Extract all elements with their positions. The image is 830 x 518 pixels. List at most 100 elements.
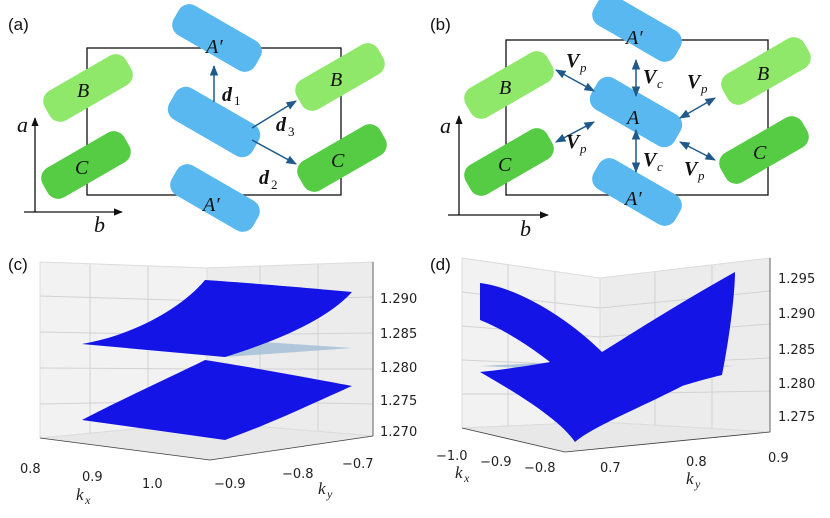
svg-text:1: 1 xyxy=(234,93,241,108)
svg-text:C: C xyxy=(753,142,767,164)
ky-tick-d-2: 0.8 xyxy=(686,455,707,470)
svg-text:x: x xyxy=(463,471,470,485)
kx-tick-d-3: −0.8 xyxy=(524,461,556,476)
svg-text:B: B xyxy=(77,80,89,102)
panel-d: (d) 1.295 1.290 1.285 1.280 1.275 −1.0 −… xyxy=(430,255,815,491)
z-tick-d-3: 1.285 xyxy=(778,343,815,358)
z-tick-d-1: 1.295 xyxy=(778,272,815,287)
svg-text:y: y xyxy=(326,487,333,501)
svg-text:B: B xyxy=(499,77,511,99)
panel-d-label: (d) xyxy=(430,255,451,274)
lower-band-surface-c xyxy=(82,360,352,440)
molecule-b-left: B xyxy=(43,54,133,122)
vector-d2-arrow xyxy=(251,139,297,165)
axis-b-vertical-label: a xyxy=(440,113,451,138)
svg-text:A′: A′ xyxy=(623,188,642,210)
svg-text:V: V xyxy=(643,149,658,171)
molecule-b-c-right: C xyxy=(719,116,809,184)
svg-text:A′: A′ xyxy=(201,194,220,216)
vector-d2-label: d 2 xyxy=(259,167,278,192)
molecule-c-right: C xyxy=(297,124,387,192)
panel-b: (b) a b A′ A A′ B B C xyxy=(430,0,811,241)
z-tick-c-2: 1.285 xyxy=(380,327,417,342)
panel-c: (c) 1.290 1.285 1.280 1.275 1.270 0.8 0.… xyxy=(8,255,417,507)
svg-text:d: d xyxy=(259,167,270,189)
coupling-vp-label-3: V p xyxy=(566,131,587,156)
kx-tick-d-2: −0.9 xyxy=(480,455,512,470)
z-axis-d: 1.295 1.290 1.285 1.280 1.275 xyxy=(769,258,815,432)
molecule-b-right: B xyxy=(295,43,385,111)
z-tick-c-3: 1.280 xyxy=(380,361,417,376)
lower-band-surface-d xyxy=(480,351,725,442)
molecule-b-a-prime-top: A′ xyxy=(592,0,682,62)
svg-text:p: p xyxy=(700,81,708,96)
svg-text:C: C xyxy=(331,150,345,172)
vector-d3-label: d 3 xyxy=(276,114,295,139)
svg-text:V: V xyxy=(687,71,702,93)
ky-tick-c-1: −0.9 xyxy=(214,477,246,492)
panel-a: (a) a b A′ A′ B B C xyxy=(8,4,387,237)
z-axis-c: 1.290 1.285 1.280 1.275 1.270 xyxy=(372,262,417,440)
panel-c-label: (c) xyxy=(8,255,28,274)
axis-a-vertical-label: a xyxy=(17,112,28,137)
svg-text:p: p xyxy=(697,168,705,183)
svg-text:k: k xyxy=(455,463,463,482)
molecule-a-prime-top: A′ xyxy=(172,4,262,72)
molecule-b-b-left: B xyxy=(464,51,554,119)
axis-a-horizontal-label: b xyxy=(94,212,105,237)
coupling-vp-lower-left-arrow xyxy=(555,121,595,143)
panel-a-label: (a) xyxy=(8,15,29,34)
z-tick-c-1: 1.290 xyxy=(380,292,417,307)
vector-d3-arrow xyxy=(251,100,297,129)
ky-tick-d-1: 0.7 xyxy=(600,461,621,476)
vector-d1-label: d 1 xyxy=(222,84,241,108)
coupling-vp-label-4: V p xyxy=(684,158,705,183)
coupling-vc-label-2: V c xyxy=(643,149,663,174)
molecule-a-prime-bottom: A′ xyxy=(170,164,260,232)
molecule-b-b-right: B xyxy=(721,37,811,105)
svg-text:d: d xyxy=(222,84,233,106)
z-tick-d-2: 1.290 xyxy=(778,307,815,322)
kx-tick-c-1: 0.8 xyxy=(20,462,41,477)
ky-tick-c-2: −0.8 xyxy=(282,467,314,482)
svg-text:C: C xyxy=(498,154,512,176)
molecule-a-center xyxy=(167,86,261,158)
svg-text:k: k xyxy=(686,469,694,488)
molecule-b-c-left: C xyxy=(464,128,554,196)
molecule-c-left: C xyxy=(41,131,131,199)
svg-text:x: x xyxy=(84,493,91,507)
coupling-vp-lower-right-arrow xyxy=(679,141,716,161)
axis-b-horizontal-label: b xyxy=(520,216,531,241)
svg-text:y: y xyxy=(694,477,701,491)
svg-text:k: k xyxy=(76,485,84,504)
svg-text:V: V xyxy=(643,66,658,88)
svg-text:A′: A′ xyxy=(624,27,643,49)
coupling-vp-label-1: V p xyxy=(566,50,587,75)
svg-text:V: V xyxy=(684,158,699,180)
molecule-b-a-prime-bottom: A′ xyxy=(592,158,682,226)
ky-tick-d-3: 0.9 xyxy=(768,451,789,466)
z-tick-d-4: 1.280 xyxy=(778,377,815,392)
svg-text:A′: A′ xyxy=(204,36,223,58)
kx-tick-c-2: 0.9 xyxy=(82,470,103,485)
coupling-vp-label-2: V p xyxy=(687,71,708,96)
svg-text:c: c xyxy=(657,159,663,174)
upper-band-surface-c xyxy=(82,280,352,357)
molecule-b-a-center: A xyxy=(589,76,683,148)
coupling-vp-upper-right-arrow xyxy=(679,97,716,119)
svg-text:k: k xyxy=(318,479,326,498)
svg-text:A: A xyxy=(625,107,640,129)
svg-text:d: d xyxy=(276,114,287,136)
coupling-vp-upper-left-arrow xyxy=(555,69,595,92)
ky-tick-c-3: −0.7 xyxy=(342,457,374,472)
z-tick-c-5: 1.270 xyxy=(380,425,417,440)
svg-text:c: c xyxy=(657,76,663,91)
svg-text:C: C xyxy=(75,157,89,179)
svg-text:B: B xyxy=(757,63,769,85)
z-tick-c-4: 1.275 xyxy=(380,394,417,409)
